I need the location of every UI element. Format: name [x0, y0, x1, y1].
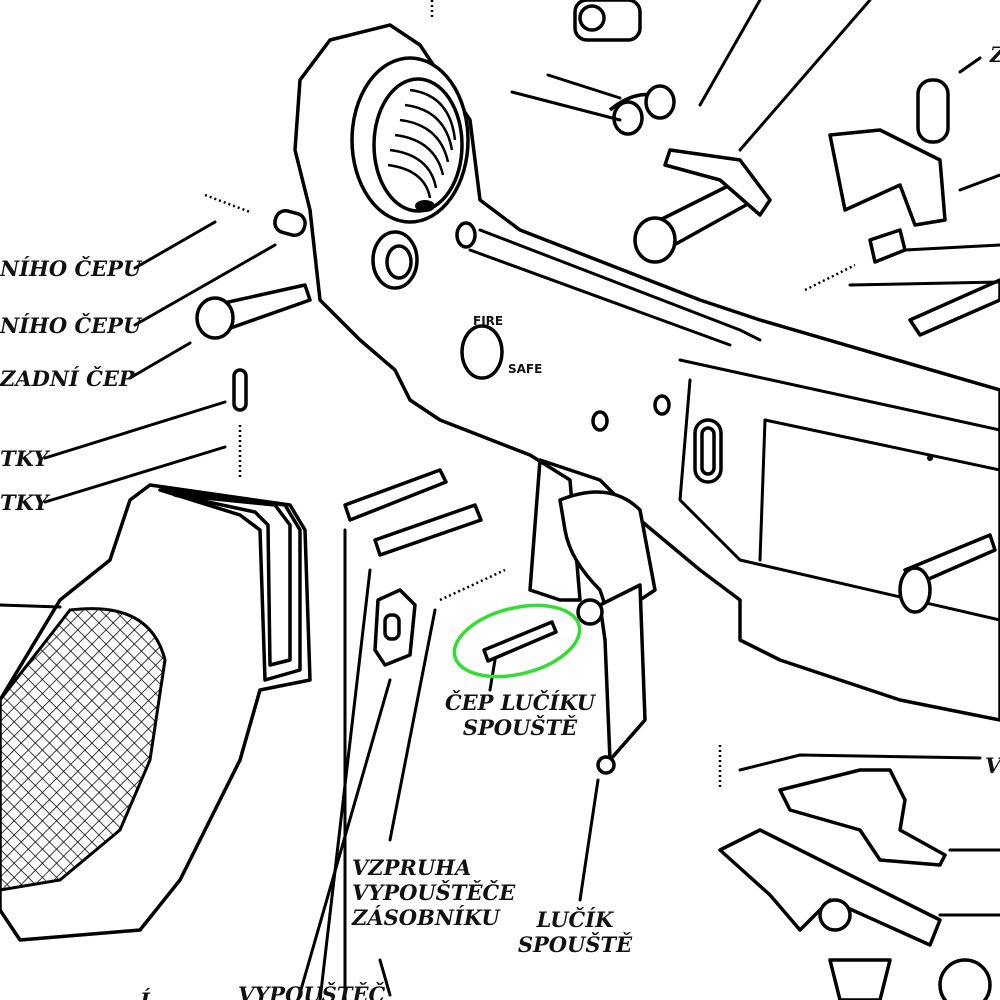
- label-detent-b: TKY: [0, 490, 49, 515]
- label-line: SPOUŠTĚ: [462, 715, 578, 740]
- label-line: SPOUŠTĚ: [517, 932, 633, 957]
- label-detent-a: TKY: [0, 446, 49, 471]
- safe-marking: SAFE: [508, 362, 543, 376]
- label-line: ČEP LUČÍKU: [444, 690, 596, 715]
- label-mag-release-spring: VZPRUHA VYPOUŠTĚČE ZÁSOBNÍKU: [352, 855, 515, 930]
- label-bottom-left-partial: Í: [140, 988, 150, 1000]
- label-line: ZÁSOBNÍKU: [352, 905, 500, 930]
- lower-receiver: [293, 23, 1000, 722]
- label-front-pin: NÍHO ČEPU: [0, 313, 142, 338]
- label-mag-release: VYPOUŠTĚČ: [238, 982, 386, 1000]
- label-rear-pin: ZADNÍ ČEP: [0, 366, 135, 391]
- label-line: VYPOUŠTĚČE: [352, 880, 516, 905]
- label-right-partial: V: [985, 753, 1000, 778]
- label-line: LUČÍK: [536, 907, 614, 932]
- highlight-ellipse: [452, 603, 582, 679]
- label-trigger-guard-pin: ČEP LUČÍKU SPOUŠTĚ: [440, 690, 600, 740]
- label-line: VZPRUHA: [352, 855, 472, 880]
- label-top-right-partial: Z: [990, 42, 1000, 67]
- trigger-guard: [558, 490, 657, 775]
- fire-marking: FIRE: [473, 314, 504, 328]
- small-parts: [195, 0, 1000, 1000]
- label-front-pin-detent: NÍHO ČEPU: [0, 256, 142, 281]
- pistol-grip: [0, 483, 312, 942]
- label-trigger-guard: LUČÍK SPOUŠTĚ: [510, 907, 640, 957]
